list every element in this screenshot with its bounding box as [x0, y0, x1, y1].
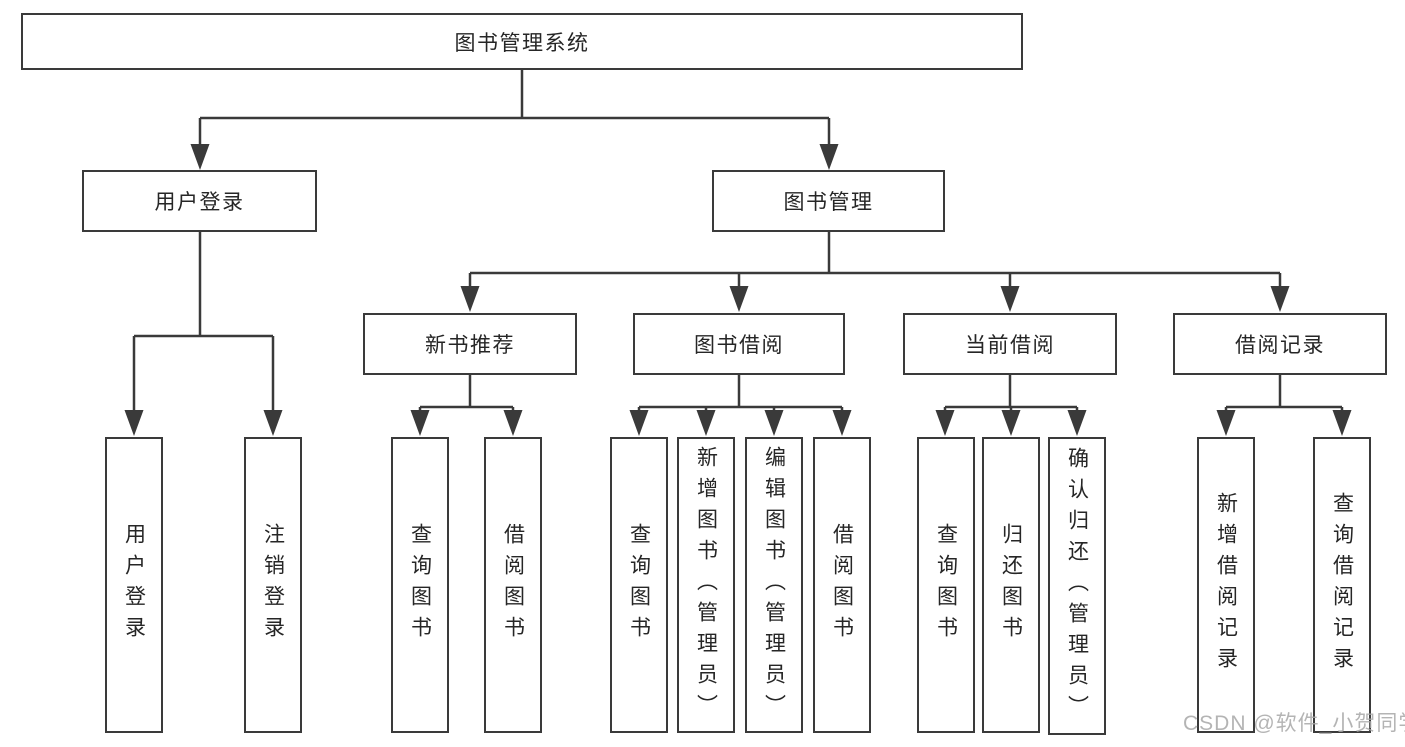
watermark-text: CSDN @软件_小贺同学 [1183, 712, 1405, 735]
node-borrowing-records-label: 借阅记录 [1235, 334, 1325, 357]
leaf-recommend-borrow-books: 借阅图书 [484, 437, 542, 733]
node-book-borrowing: 图书借阅 [633, 313, 845, 375]
leaf-borrowing-borrow-books-label: 借阅图书 [830, 523, 854, 647]
leaf-user-login: 用户登录 [105, 437, 163, 733]
leaf-borrowing-edit-books: 编辑图书（管理员） [745, 437, 803, 733]
leaf-borrowing-edit-books-label: 编辑图书（管理员） [762, 445, 786, 725]
leaf-records-query-record-label: 查询借阅记录 [1330, 492, 1354, 678]
leaf-current-return-books: 归还图书 [982, 437, 1040, 733]
node-book-management-label: 图书管理 [783, 191, 874, 214]
node-new-book-recommend-label: 新书推荐 [425, 334, 515, 357]
leaf-logout-label: 注销登录 [261, 523, 285, 647]
node-book-borrowing-label: 图书借阅 [694, 334, 784, 357]
leaf-recommend-borrow-books-label: 借阅图书 [501, 523, 525, 647]
leaf-records-add-record-label: 新增借阅记录 [1214, 492, 1238, 678]
leaf-current-return-books-label: 归还图书 [999, 523, 1023, 647]
leaf-records-add-record: 新增借阅记录 [1197, 437, 1255, 733]
leaf-recommend-query-books-label: 查询图书 [408, 523, 432, 647]
node-borrowing-records: 借阅记录 [1173, 313, 1387, 375]
node-root: 图书管理系统 [21, 13, 1023, 70]
node-root-label: 图书管理系统 [454, 31, 590, 55]
node-user-login: 用户登录 [82, 170, 317, 232]
leaf-current-query-books-label: 查询图书 [934, 523, 958, 647]
leaf-borrowing-borrow-books: 借阅图书 [813, 437, 871, 733]
node-current-borrowing: 当前借阅 [903, 313, 1117, 375]
leaf-borrowing-query-books-label: 查询图书 [627, 523, 651, 647]
leaf-current-confirm-return-label: 确认归还（管理员） [1065, 446, 1089, 726]
leaf-logout: 注销登录 [244, 437, 302, 733]
node-current-borrowing-label: 当前借阅 [965, 334, 1055, 357]
leaf-user-login-label: 用户登录 [122, 523, 146, 647]
node-user-login-label: 用户登录 [154, 191, 245, 214]
node-new-book-recommend: 新书推荐 [363, 313, 577, 375]
leaf-borrowing-add-books-label: 新增图书（管理员） [694, 445, 718, 725]
node-book-management: 图书管理 [712, 170, 945, 232]
leaf-records-query-record: 查询借阅记录 [1313, 437, 1371, 733]
leaf-current-query-books: 查询图书 [917, 437, 975, 733]
leaf-borrowing-add-books: 新增图书（管理员） [677, 437, 735, 733]
leaf-borrowing-query-books: 查询图书 [610, 437, 668, 733]
arrowhead-icons [124, 144, 1352, 436]
leaf-current-confirm-return: 确认归还（管理员） [1048, 437, 1106, 735]
leaf-recommend-query-books: 查询图书 [391, 437, 449, 733]
